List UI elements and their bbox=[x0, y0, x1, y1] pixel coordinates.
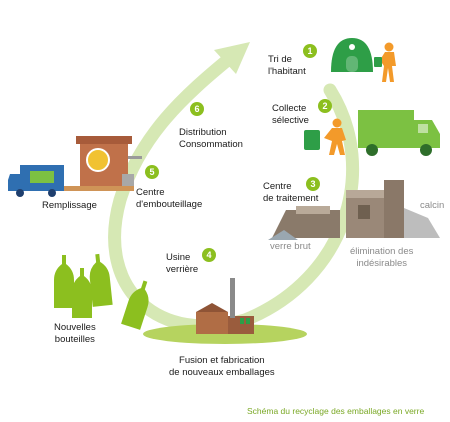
step-5-badge: 5 bbox=[145, 165, 159, 179]
step-2-label: Collecte sélective bbox=[272, 103, 309, 126]
worker-icon bbox=[324, 118, 346, 155]
diagram-caption: Schéma du recyclage des emballages en ve… bbox=[247, 406, 425, 416]
cycle-arrowhead bbox=[214, 42, 250, 74]
person-sorting-icon bbox=[374, 42, 396, 82]
step-1-badge: 1 bbox=[303, 44, 317, 58]
step-1-label: Tri de l'habitant bbox=[268, 54, 306, 77]
step-3-label: Centre de traitement bbox=[263, 181, 319, 204]
step-6-badge: 6 bbox=[190, 102, 204, 116]
raw-glass-label: verre brut bbox=[270, 241, 311, 252]
delivery-truck-icon bbox=[8, 165, 64, 197]
collection-truck-icon bbox=[304, 110, 440, 156]
new-bottles-label: Nouvelles bouteilles bbox=[54, 322, 96, 345]
step-4-badge: 4 bbox=[202, 248, 216, 262]
step-4-label: Usine verrière bbox=[166, 252, 199, 275]
filling-label: Remplissage bbox=[42, 200, 97, 211]
step-2-badge: 2 bbox=[318, 99, 332, 113]
step-5-label: Centre d'embouteillage bbox=[136, 187, 203, 210]
fusion-label: Fusion et fabrication de nouveaux emball… bbox=[169, 355, 275, 378]
step-6-label: Distribution Consommation bbox=[179, 127, 243, 150]
new-bottles-icon bbox=[54, 253, 149, 330]
calcin-label: calcin bbox=[420, 200, 445, 211]
glass-bank-icon bbox=[331, 38, 373, 72]
treatment-center-icon bbox=[268, 180, 440, 240]
rejects-label: élimination des indésirables bbox=[350, 246, 414, 269]
bottling-center-icon bbox=[56, 136, 142, 191]
glass-factory-icon bbox=[143, 278, 307, 344]
step-3-badge: 3 bbox=[306, 177, 320, 191]
